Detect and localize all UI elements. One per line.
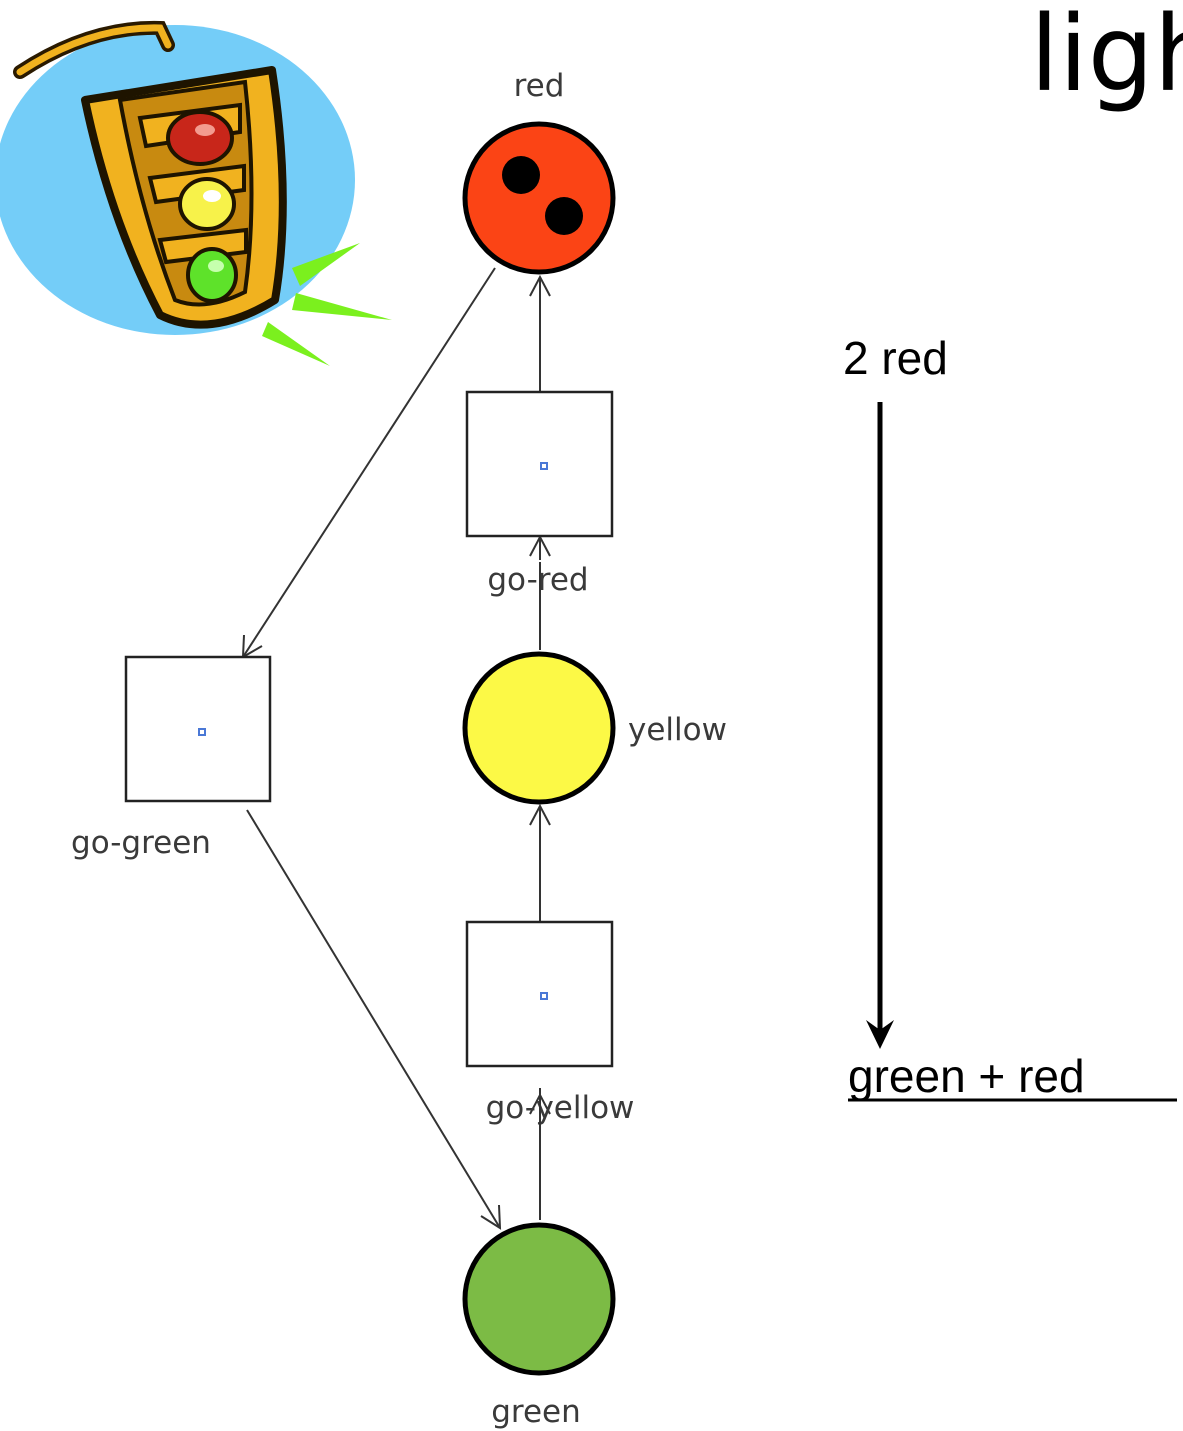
transition-label-go-green: go-green <box>71 825 211 861</box>
place-label-red: red <box>514 68 565 104</box>
transition-go-green[interactable] <box>124 655 272 803</box>
transition-label-go-yellow: go-yellow <box>486 1090 635 1126</box>
edge-red-to-go-green <box>242 267 496 658</box>
edge-go-green-to-green <box>246 809 501 1229</box>
token <box>545 197 583 235</box>
slide-title-fragment: ligh <box>1030 0 1183 115</box>
place-green[interactable] <box>462 1222 616 1376</box>
marking-to: green + red <box>848 1050 1085 1102</box>
marking-from: 2 red <box>843 332 948 384</box>
transition-go-red[interactable] <box>465 390 614 538</box>
place-label-green: green <box>491 1394 581 1430</box>
place-label-yellow: yellow <box>628 712 727 748</box>
place-red[interactable] <box>462 121 616 275</box>
transition-go-yellow[interactable] <box>465 920 614 1068</box>
traffic-light-icon <box>0 20 392 366</box>
transition-label-go-red: go-red <box>487 562 588 598</box>
place-yellow[interactable] <box>462 651 616 805</box>
token <box>502 156 540 194</box>
marking-arrow <box>866 402 894 1049</box>
